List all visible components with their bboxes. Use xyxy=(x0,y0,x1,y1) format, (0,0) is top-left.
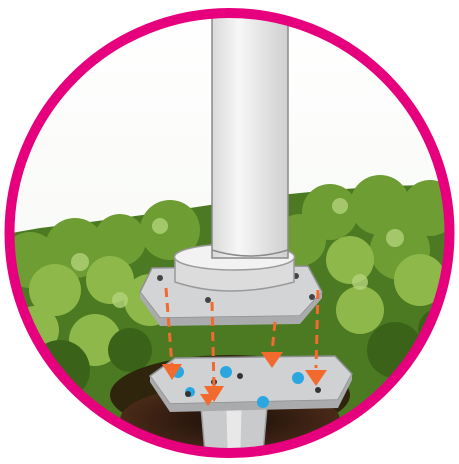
mounting-bolt-icon xyxy=(292,372,304,384)
mounting-bolt-icon xyxy=(220,366,232,378)
mounting-bolt-icon xyxy=(257,396,269,408)
pole-icon xyxy=(212,0,288,258)
